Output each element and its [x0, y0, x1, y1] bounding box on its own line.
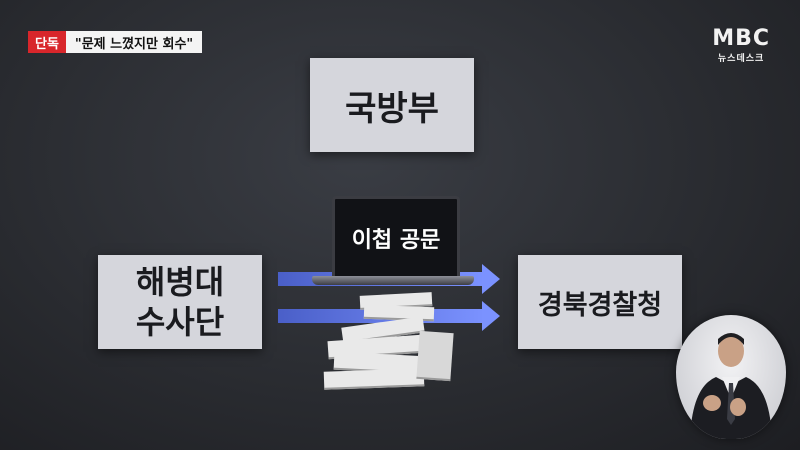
gyeongbuk-police-box: 경북경찰청	[518, 255, 682, 349]
logo-program-name: 뉴스데스크	[712, 51, 770, 64]
marine-investigation-unit-box: 해병대 수사단	[98, 255, 262, 349]
marine-box-line1: 해병대	[136, 262, 224, 302]
document-stack-icon	[320, 292, 455, 390]
exclusive-news-tag: 단독 "문제 느꼈지만 회수"	[28, 31, 202, 53]
marine-box-line2: 수사단	[136, 302, 224, 342]
laptop-base	[312, 276, 474, 285]
transfer-document-label: 이첩 공문	[352, 222, 441, 254]
logo-wordmark: MBC	[712, 28, 770, 50]
headline-caption: "문제 느꼈지만 회수"	[66, 31, 202, 53]
sign-language-interpreter	[676, 315, 786, 439]
mbc-logo: MBC 뉴스데스크	[712, 28, 770, 64]
ministry-of-defense-box: 국방부	[310, 58, 474, 152]
laptop-icon: 이첩 공문	[312, 196, 474, 290]
laptop-screen: 이첩 공문	[332, 196, 460, 280]
exclusive-badge: 단독	[28, 31, 66, 53]
